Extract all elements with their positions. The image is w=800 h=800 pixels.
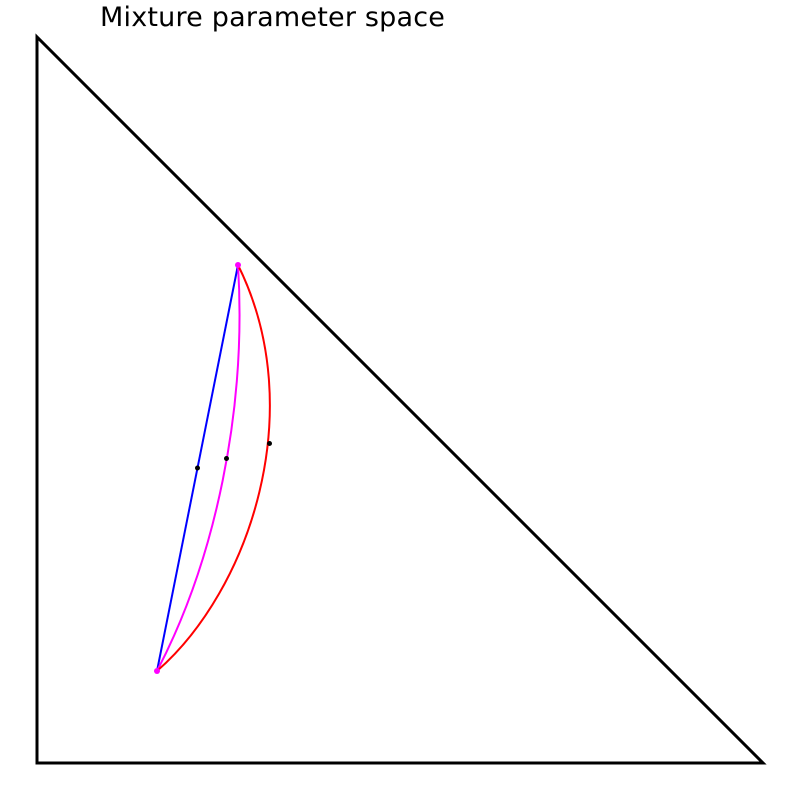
- blue-path-midpoint: [195, 465, 200, 471]
- red-path: [156, 264, 271, 672]
- end-endpoint: [235, 262, 241, 268]
- diagram-title: Mixture parameter space: [100, 2, 446, 33]
- red-path-midpoint: [267, 441, 272, 446]
- magenta-path-midpoint: [224, 456, 229, 461]
- magenta-path: [156, 264, 241, 672]
- simplex-triangle: [35, 33, 767, 765]
- start-endpoint: [154, 668, 160, 674]
